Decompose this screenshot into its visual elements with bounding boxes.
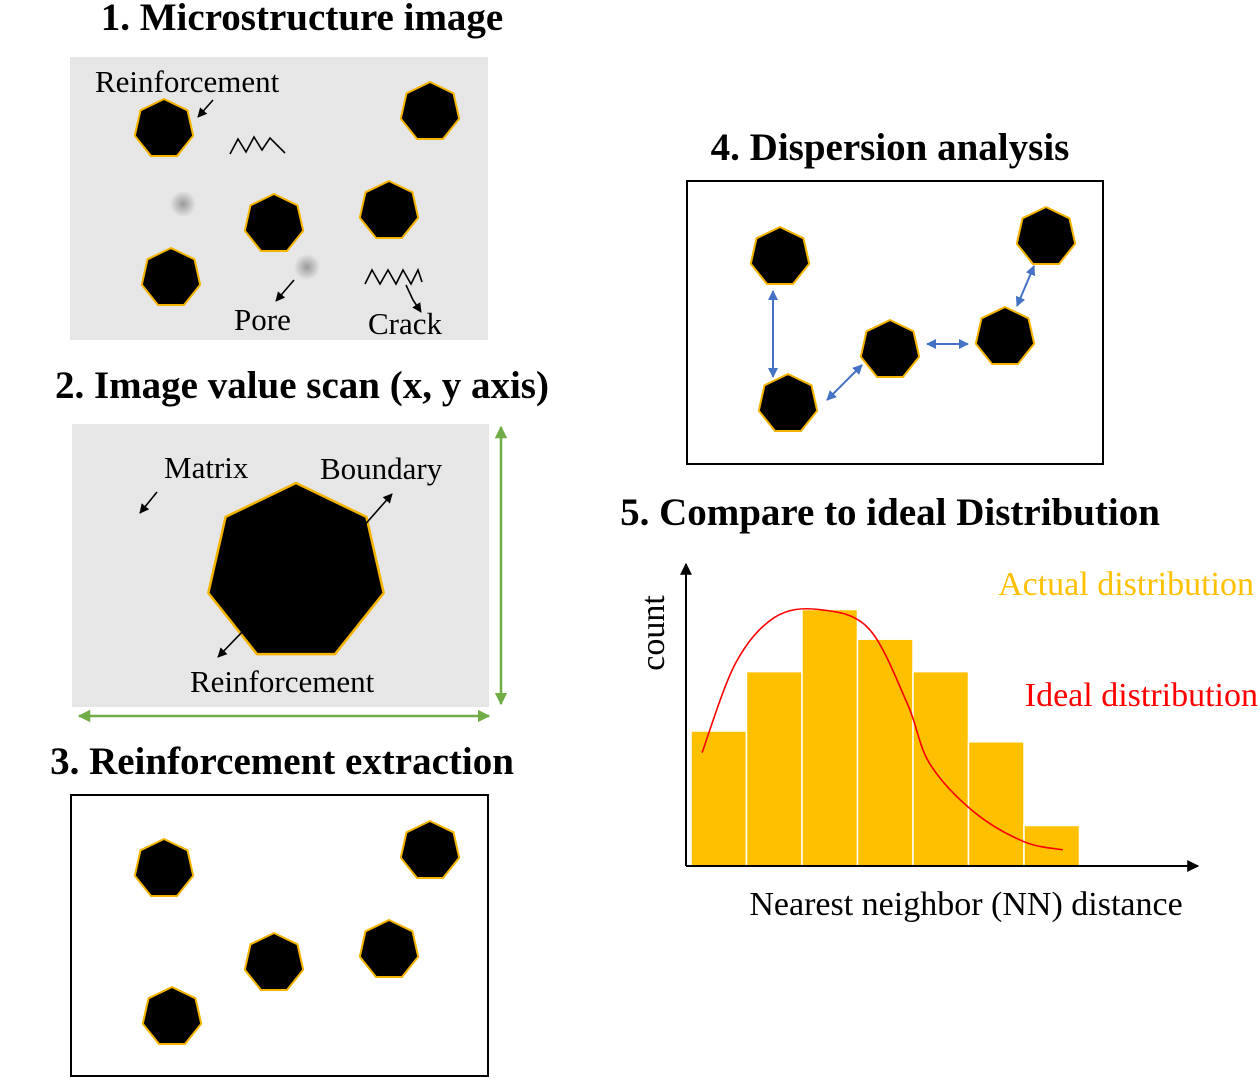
reinforcement-label: Reinforcement [190, 664, 375, 699]
matrix-label: Matrix [164, 450, 249, 485]
histogram-bar [690, 730, 748, 867]
reinforcement-pointer-arrow [217, 628, 246, 658]
panel2-title: 2. Image value scan (x, y axis) [55, 364, 549, 407]
reinforcement-particle [133, 838, 195, 897]
histogram-bar [1023, 824, 1081, 867]
histogram-bar [801, 608, 859, 867]
boundary-pointer-arrow [361, 493, 393, 529]
y-axis-label: count [635, 595, 672, 671]
crack [364, 267, 423, 286]
reinforcement-particle [399, 820, 461, 879]
panel-dispersion-analysis: 4. Dispersion analysis [686, 126, 1104, 465]
histogram-bar [967, 741, 1025, 867]
panel4-title: 4. Dispersion analysis [711, 126, 1070, 169]
ideal-distribution-legend: Ideal distribution [1025, 677, 1258, 714]
panel-compare-distribution: 5. Compare to ideal Distribution count N… [620, 491, 1258, 923]
reinforcement-particle [757, 373, 819, 432]
panel-image-value-scan: 2. Image value scan (x, y axis) Matrix B… [55, 364, 549, 723]
reinforcement-particle [243, 193, 305, 252]
pore-label: Pore [234, 302, 291, 337]
ideal-distribution-curve [701, 607, 1063, 851]
reinforcement-particle [358, 180, 420, 239]
matrix-pointer-arrow [139, 491, 158, 514]
reinforcement-particle [141, 986, 203, 1045]
nn-distance-arrow [826, 364, 863, 401]
reinforcement-particle [399, 81, 461, 140]
reinforcement-particle [1015, 206, 1077, 265]
boundary-label: Boundary [320, 451, 443, 486]
particle-group [207, 481, 385, 656]
reinforcement-pointer-arrow [197, 99, 214, 118]
histogram-bar [745, 670, 803, 867]
x-axis-label: Nearest neighbor (NN) distance [749, 886, 1182, 923]
reinforcement-particle [974, 306, 1036, 365]
reinforcement-particle [140, 247, 202, 306]
particle-group [133, 820, 461, 1045]
crack-label: Crack [368, 306, 443, 341]
actual-distribution-legend: Actual distribution [998, 566, 1254, 603]
histogram-bars [690, 608, 1081, 867]
crack [229, 135, 286, 155]
reinforcement-particle [859, 319, 921, 378]
histogram-bar [856, 638, 914, 867]
histogram-bar [912, 670, 970, 867]
pore [294, 254, 320, 280]
pore-pointer-arrow [275, 279, 295, 302]
reinforcement-particle [749, 226, 811, 285]
crack-pointer-arrow [405, 284, 422, 313]
pore [170, 191, 196, 217]
reinforcement-particle [358, 919, 420, 978]
reinforcement-particle [243, 932, 305, 991]
particle-group [133, 81, 461, 306]
panel-microstructure-image: 1. Microstructure image Reinforcement Po… [70, 0, 503, 341]
reinforcement-label: Reinforcement [95, 64, 280, 99]
panel1-title: 1. Microstructure image [101, 0, 504, 39]
nn-distance-arrow [1015, 265, 1036, 307]
panel-reinforcement-extraction: 3. Reinforcement extraction [50, 740, 514, 1077]
panel3-title: 3. Reinforcement extraction [50, 740, 514, 783]
reinforcement-particle [207, 481, 385, 656]
reinforcement-particle [133, 98, 195, 157]
particle-group [749, 206, 1077, 432]
panel5-title: 5. Compare to ideal Distribution [620, 491, 1160, 534]
